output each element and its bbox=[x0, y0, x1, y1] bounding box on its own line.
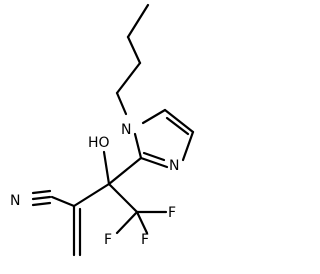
bond-nitrile-triple-1 bbox=[31, 195, 52, 201]
bond-butyl-2 bbox=[126, 35, 142, 65]
bond-vinyl-nitrile bbox=[50, 195, 76, 208]
bond-cf3-f2 bbox=[135, 210, 149, 235]
bond-c2-quaternary bbox=[107, 156, 143, 186]
fluorine-1-label: F bbox=[168, 205, 176, 221]
bond-butyl-4 bbox=[115, 91, 128, 116]
bond-hydroxyl bbox=[102, 150, 111, 186]
bond-ring-c5-c4 bbox=[163, 108, 195, 134]
atom-n1-label: N bbox=[121, 122, 131, 138]
atom-n3-label: N bbox=[169, 158, 179, 174]
fluorine-3-label: F bbox=[104, 232, 112, 248]
fluorine-2-label: F bbox=[141, 232, 149, 248]
bond-nitrile-triple-2 bbox=[31, 189, 52, 195]
bond-butyl-3 bbox=[115, 61, 142, 95]
bond-ring-c4-n3 bbox=[181, 130, 195, 162]
nitrile-n-label: N bbox=[10, 193, 20, 209]
structure-canvas: N N HO N F F F bbox=[10, 3, 195, 257]
bond-ring-n3-c2 bbox=[139, 156, 169, 169]
bond-quaternary-vinyl bbox=[72, 182, 111, 208]
bond-quaternary-cf3 bbox=[107, 182, 139, 214]
bond-ring-c2-n1 bbox=[133, 132, 143, 160]
hydroxyl-label: HO bbox=[88, 135, 110, 151]
bond-cf3-f3 bbox=[115, 210, 139, 235]
bond-nitrile-triple-3 bbox=[31, 201, 52, 207]
bond-ring-n1-c5 bbox=[141, 108, 167, 125]
bond-ring-n3-c2-double bbox=[142, 151, 166, 162]
molecule-structure: N N HO N F F F bbox=[10, 3, 195, 257]
bond-butyl-1 bbox=[126, 3, 150, 39]
bond-ring-c5-c4-double bbox=[165, 116, 190, 136]
